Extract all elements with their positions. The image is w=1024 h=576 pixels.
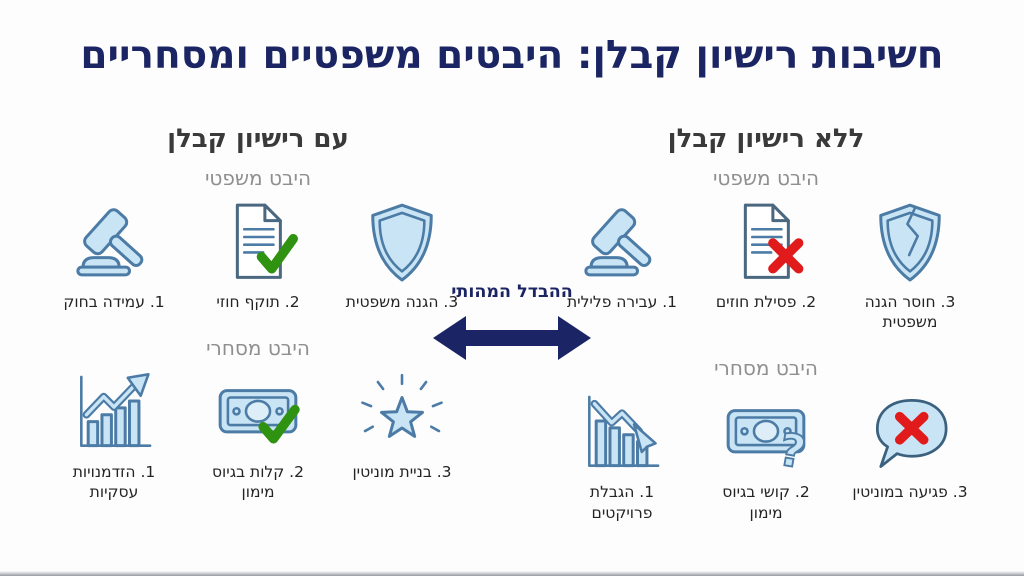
item-label: 2. קלות בגיוס מימון <box>212 463 304 502</box>
shield-icon <box>371 203 433 282</box>
item-label: 1. הגבלת פרויקטים <box>589 483 655 522</box>
page-title: חשיבות רישיון קבלן: היבטים משפטיים ומסחר… <box>80 33 944 78</box>
list-item: 3. פגיעה במוניטין <box>846 390 974 522</box>
column-with-license: עם רישיון קבלן היבט משפטי 1. עמידה בחוק <box>48 124 468 503</box>
without-license-commercial-header: היבט מסחרי <box>714 356 818 381</box>
without-license-commercial-row: 1. הגבלת פרויקטים ? 2. קושי בגיוס מימון <box>556 390 976 522</box>
list-item: 3. חוסר הגנה משפטית <box>846 200 974 332</box>
list-item: 1. הגבלת פרויקטים <box>558 390 686 522</box>
gavel-icon <box>76 208 144 277</box>
banknote-check-icon <box>218 389 300 444</box>
document-x-icon <box>743 203 804 280</box>
with-license-legal-header: היבט משפטי <box>204 166 312 191</box>
declining-chart-icon <box>588 396 660 468</box>
item-label: 1. עבירה פלילית <box>566 293 678 312</box>
column-without-license: ללא רישיון קבלן היבט משפטי 1. עבירה פליל… <box>556 124 976 523</box>
without-license-legal-header: היבט משפטי <box>712 166 820 191</box>
with-license-legal-row: 1. עמידה בחוק 2. תוקף חוזי 3. הגנה משפטי… <box>48 200 468 312</box>
list-item: ? 2. קושי בגיוס מימון <box>702 390 830 522</box>
center-difference-label: ההבדל המהותי <box>451 282 573 302</box>
without-license-legal-row: 1. עבירה פלילית 2. פסילת חוזים 3. חוסר ה… <box>556 200 976 332</box>
with-license-commercial-header: היבט מסחרי <box>206 336 310 361</box>
column-with-license-header: עם רישיון קבלן <box>167 124 349 154</box>
banknote-question-icon: ? <box>726 409 809 476</box>
item-label: 3. פגיעה במוניטין <box>852 483 968 502</box>
item-label: 3. חוסר הגנה משפטית <box>864 293 956 332</box>
item-label: 1. הזדמנויות עסקיות <box>72 463 156 502</box>
star-icon <box>361 374 443 439</box>
growth-chart-icon <box>80 373 152 448</box>
list-item: 1. עבירה פלילית <box>558 200 686 332</box>
list-item: 3. הגנה משפטית <box>338 200 466 312</box>
speech-bubble-x-icon <box>875 399 948 469</box>
double-headed-arrow-icon <box>433 316 591 360</box>
gavel-icon <box>584 208 652 277</box>
list-item: 2. פסילת חוזים <box>702 200 830 332</box>
document-check-icon <box>235 203 298 280</box>
list-item: 1. עמידה בחוק <box>50 200 178 312</box>
center-difference-block: ההבדל המהותי <box>412 282 612 365</box>
item-label: 3. הגנה משפטית <box>345 293 459 312</box>
item-label: 3. בניית מוניטין <box>352 463 452 482</box>
item-label: 1. עמידה בחוק <box>63 293 165 312</box>
cracked-shield-icon <box>879 203 941 282</box>
column-without-license-header: ללא רישיון קבלן <box>667 124 865 154</box>
list-item: 2. קלות בגיוס מימון <box>194 370 322 502</box>
list-item: 2. תוקף חוזי <box>194 200 322 312</box>
item-label: 2. תוקף חוזי <box>216 293 300 312</box>
bottom-shadow-edge <box>0 571 1024 576</box>
item-label: 2. פסילת חוזים <box>715 293 817 312</box>
item-label: 2. קושי בגיוס מימון <box>722 483 810 522</box>
list-item: 1. הזדמנויות עסקיות <box>50 370 178 502</box>
list-item: 3. בניית מוניטין <box>338 370 466 502</box>
with-license-commercial-row: 1. הזדמנויות עסקיות 2. קלות בגיוס מימון <box>48 370 468 502</box>
